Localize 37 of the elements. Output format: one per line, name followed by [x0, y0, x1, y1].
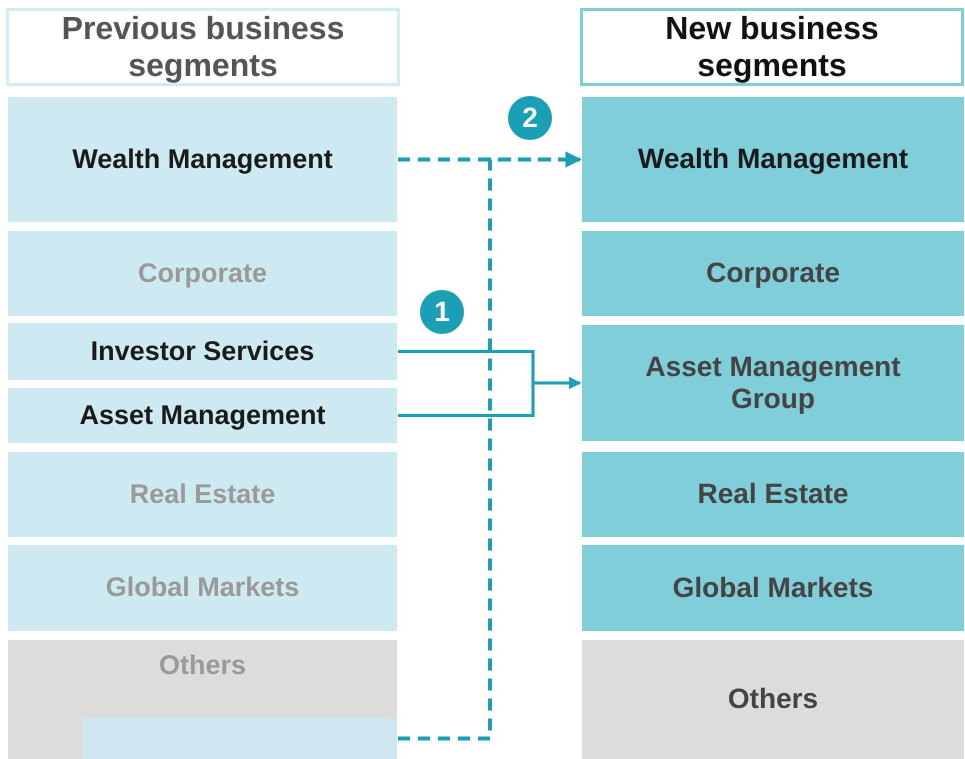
arrow: [398, 152, 582, 740]
segment-box: [8, 97, 397, 222]
header-box: [6, 8, 400, 86]
segment-label: Others: [158, 650, 246, 682]
segment-label: Global Markets: [672, 572, 874, 604]
segment-box: [582, 640, 964, 759]
segment-box: [582, 231, 964, 316]
segment-box: [8, 388, 397, 443]
segment-box: [582, 452, 964, 537]
segment-box: [83, 718, 397, 759]
segment-label: Wealth Management: [72, 144, 333, 176]
segment-box: [582, 545, 964, 631]
segment-label: Others: [728, 683, 818, 716]
number-badge: [508, 96, 552, 140]
segment-box: [8, 452, 397, 537]
segment-label: Asset Management Group: [644, 350, 902, 416]
segment-box: [8, 231, 397, 316]
header-box: [580, 8, 964, 86]
segment-label: Wealth Management: [638, 143, 908, 176]
segment-box: [8, 545, 397, 631]
segment-label: Investor Services: [90, 336, 314, 368]
badge-number: 2: [522, 102, 538, 134]
segment-box: [8, 323, 397, 380]
segment-label: Asset Management: [79, 400, 326, 432]
arrow: [398, 377, 582, 417]
number-badge: [420, 290, 464, 334]
badge-number: 1: [434, 296, 450, 328]
column-heading: New business segments: [664, 10, 880, 84]
segment-label: Real Estate: [130, 478, 276, 510]
segment-box: [582, 97, 964, 222]
column-heading: Previous business segments: [60, 10, 346, 84]
segment-label: Corporate: [138, 258, 267, 290]
segment-box: [582, 325, 964, 441]
segment-box: [8, 640, 397, 759]
segment-label: Global Markets: [106, 572, 300, 604]
segment-label: Real Estate: [698, 478, 848, 511]
segment-label: Corporate: [706, 257, 840, 290]
